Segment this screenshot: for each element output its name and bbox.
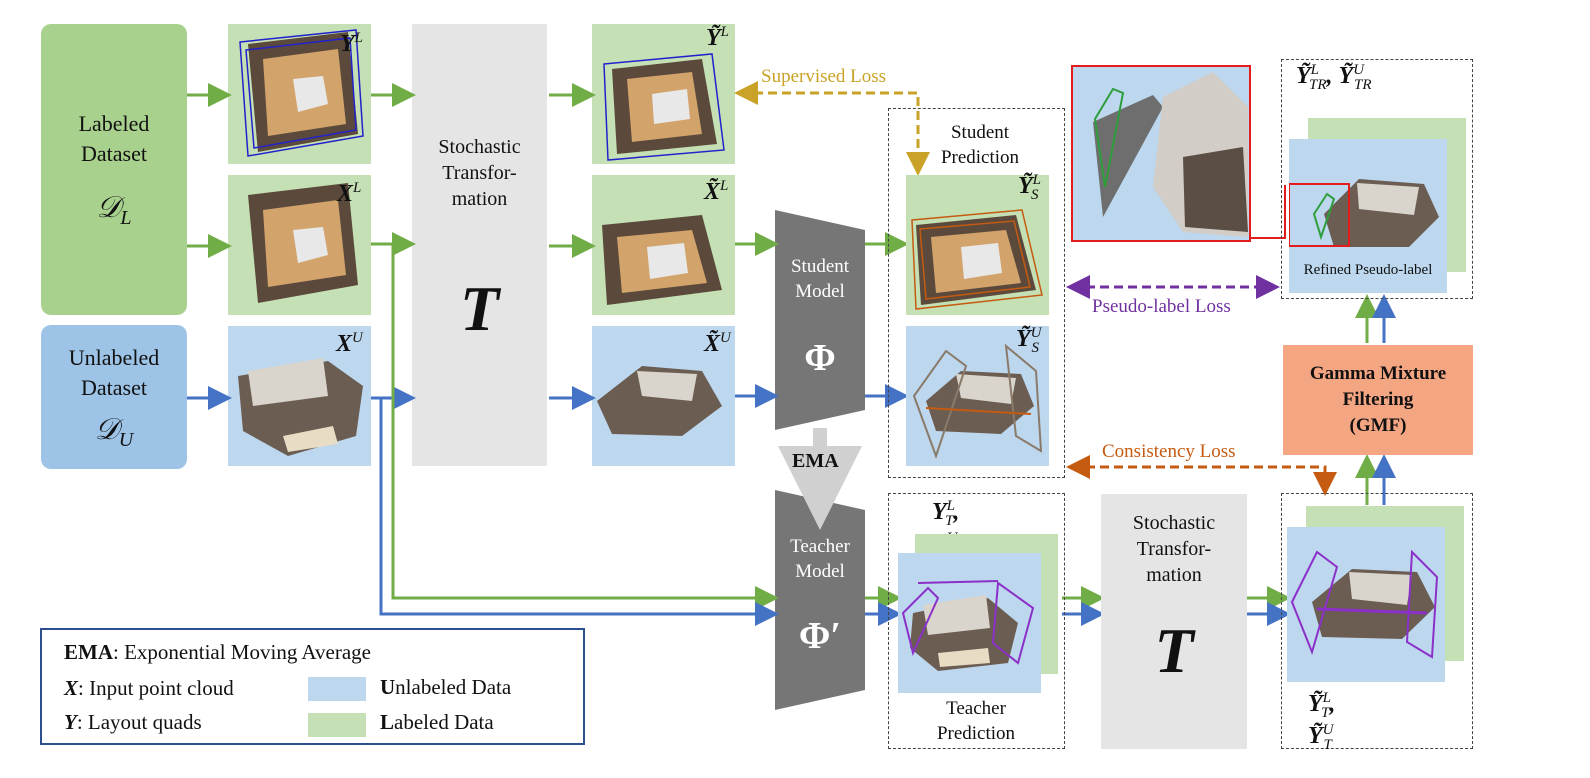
room-illustration xyxy=(1093,72,1248,237)
transformed-yl-label: ỸL xyxy=(706,24,730,51)
student-prediction-u-label: ỸUS xyxy=(1016,325,1042,356)
refined-pseudo-label-box xyxy=(1281,59,1473,299)
refined-zoom-view xyxy=(1071,65,1251,242)
labeled-dataset-line2: Dataset xyxy=(81,141,147,166)
student-model-symbol: Φ xyxy=(804,337,836,379)
legend-box: EMA: Exponential Moving Average X: Input… xyxy=(40,628,585,745)
legend-ema: EMA: Exponential Moving Average xyxy=(64,640,371,664)
room-illustration xyxy=(597,366,722,436)
teacher-line2: Model xyxy=(795,561,845,582)
room-illustration xyxy=(238,358,363,456)
room-illustration xyxy=(1290,549,1439,659)
gamma-mixture-filtering-block: Gamma Mixture Filtering (GMF) xyxy=(1283,345,1473,455)
legend-labeled-swatch xyxy=(308,713,366,737)
labeled-dataset-symbol: 𝒟L xyxy=(96,191,132,229)
student-model-label: Student Model xyxy=(775,254,865,304)
student-prediction-l-image xyxy=(906,175,1049,315)
room-illustration xyxy=(911,209,1043,310)
consistency-loss-arrow xyxy=(1066,455,1337,496)
student-prediction-l-label: ỸLS xyxy=(1018,172,1042,203)
teacher-line1: Teacher xyxy=(790,536,850,557)
legend-labeled: Labeled Data xyxy=(380,710,494,734)
legend-y: Y: Layout quads xyxy=(64,710,202,734)
zoom-connector xyxy=(1250,185,1286,239)
input-xu-label: XU xyxy=(336,330,363,357)
arrow xyxy=(379,398,779,626)
room-illustration xyxy=(239,29,364,157)
supervised-loss-arrow xyxy=(734,81,930,176)
unlabeled-dataset-symbol: 𝒟U xyxy=(94,412,134,451)
transform1-line1: Stochastic xyxy=(438,136,521,158)
refined-caption: Refined Pseudo-label xyxy=(1303,262,1433,278)
transform1-line2: Transfor- xyxy=(442,162,517,184)
transformed-teacher-label: ỸLT, ỸUT xyxy=(1308,690,1336,753)
input-xl-label: XL xyxy=(337,180,362,207)
transform2-line2: Transfor- xyxy=(1136,538,1212,560)
unlabeled-dataset-line2: Dataset xyxy=(81,374,147,400)
unlabeled-dataset-block: Unlabeled Dataset 𝒟U xyxy=(41,325,187,469)
student-prediction-line1: Student xyxy=(950,122,1010,143)
transform2-line1: Stochastic xyxy=(1132,512,1216,534)
teacher-model-symbol: Φ′ xyxy=(798,615,842,657)
transform1-symbol: T xyxy=(459,273,500,344)
teacher-prediction-line2: Prediction xyxy=(936,723,1016,744)
transformed-yl-image xyxy=(592,24,735,164)
consistency-loss-label: Consistency Loss xyxy=(1102,441,1236,462)
input-xl-image xyxy=(228,175,371,315)
room-illustration xyxy=(248,183,358,303)
student-model-shape xyxy=(775,210,865,430)
pseudo-label-loss-label: Pseudo-label Loss xyxy=(1092,296,1231,317)
stochastic-transformation-2: Stochastic Transfor- mation T xyxy=(1101,494,1247,749)
refined-u-image xyxy=(1288,139,1447,293)
teacher-model-shape xyxy=(775,490,865,710)
transform2-line3: mation xyxy=(1146,564,1202,586)
input-xu-image xyxy=(228,326,371,466)
input-yl-image xyxy=(228,24,371,164)
room-illustration xyxy=(901,580,1035,671)
gmf-line3: (GMF) xyxy=(1349,415,1407,436)
transform2-symbol: T xyxy=(1154,615,1194,686)
student-prediction-caption: Student Prediction xyxy=(910,120,1050,170)
teacher-prediction-line1: Teacher xyxy=(946,698,1006,719)
student-prediction-u-image xyxy=(906,326,1049,466)
transformed-teacher-u-image xyxy=(1287,527,1445,682)
input-yl-label: YL xyxy=(340,30,364,57)
teacher-prediction-u-image xyxy=(898,553,1041,693)
teacher-prediction-box xyxy=(888,493,1065,749)
transform1-line3: mation xyxy=(451,188,508,210)
student-line1: Student xyxy=(790,256,850,277)
stochastic-transformation-1: Stochastic Transfor- mation T xyxy=(412,24,547,466)
labeled-dataset-line1: Labeled xyxy=(78,111,150,136)
unlabeled-dataset-line1: Unlabeled xyxy=(68,344,160,370)
legend-unlabeled-swatch xyxy=(308,677,366,701)
arrow xyxy=(391,244,779,610)
transformed-xu-image xyxy=(592,326,735,466)
student-prediction-line2: Prediction xyxy=(940,147,1020,168)
teacher-model-label: Teacher Model xyxy=(775,534,865,584)
transformed-xu-label: X̃U xyxy=(704,330,731,357)
student-line2: Model xyxy=(795,281,845,302)
gmf-line2: Filtering xyxy=(1342,389,1414,410)
student-prediction-box xyxy=(888,108,1065,478)
transformed-xl-label: X̃L xyxy=(704,178,729,205)
labeled-dataset-block: Labeled Dataset 𝒟L xyxy=(41,24,187,315)
legend-unlabeled: Unlabeled Data xyxy=(380,675,512,699)
ema-label: EMA xyxy=(792,450,839,472)
supervised-loss-label: Supervised Loss xyxy=(761,66,887,87)
refined-label: ỸLTR, ỸUTR xyxy=(1296,62,1372,93)
room-illustration xyxy=(603,53,725,161)
teacher-prediction-caption: Teacher Prediction xyxy=(906,696,1046,746)
gmf-line1: Gamma Mixture xyxy=(1309,363,1447,384)
transformed-teacher-box xyxy=(1281,493,1473,749)
legend-x: X: Input point cloud xyxy=(64,676,234,700)
room-illustration xyxy=(602,215,722,305)
room-illustration xyxy=(912,343,1043,460)
room-illustration xyxy=(1288,179,1439,247)
transformed-xl-image xyxy=(592,175,735,315)
